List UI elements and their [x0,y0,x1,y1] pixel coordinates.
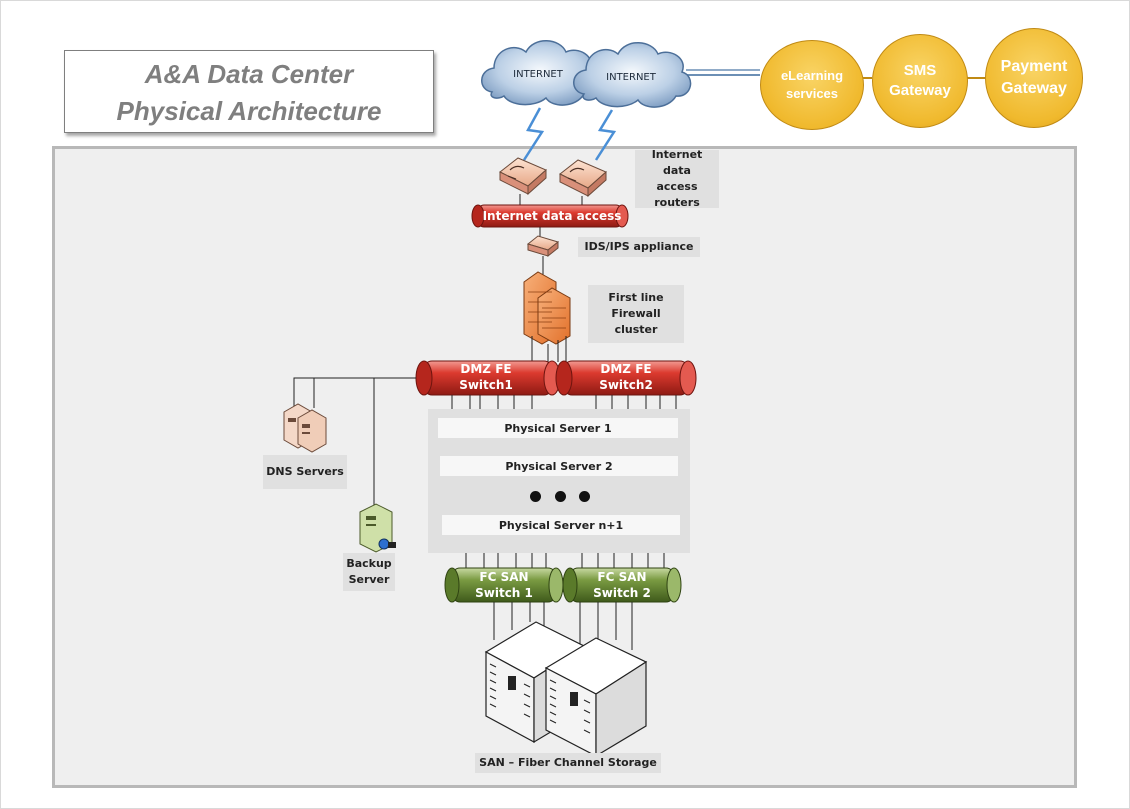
backup-server-icon [359,503,396,553]
fc2-label-a: FC SAN [597,570,646,584]
physical-server-row: Physical Server 2 [440,456,678,476]
dmz1-label-a: DMZ FE [460,362,511,376]
wan-link-icon [594,109,617,161]
dmz2-label-b: Switch2 [599,378,653,392]
fc2-label-b: Switch 2 [593,586,651,600]
fc-san-switch-2: FC SAN Switch 2 [562,567,682,603]
routers-label: Internet data access routers [635,148,719,209]
wan-link-icon [522,107,545,161]
more-servers-ellipsis [530,491,590,503]
internet-access-switch: Internet data access [471,204,629,228]
firewall-icon [523,271,571,345]
server-downlinks [465,553,665,568]
backup-label: Backup Server [343,553,395,591]
sms-gateway: SMS Gateway [872,34,968,128]
sms-gateway-label: SMS Gateway [889,62,951,99]
fc1-label-a: FC SAN [479,570,528,584]
san-label: SAN – Fiber Channel Storage [475,753,661,773]
internet-access-label: Internet data access [483,209,622,223]
dmz-switch-1: DMZ FE Switch1 [415,360,561,396]
san-storage-icon [544,637,648,758]
payment-gateway: Payment Gateway [985,28,1083,128]
cloud-label-2: INTERNET [606,72,657,83]
physical-server-row: Physical Server 1 [438,418,678,438]
fc-san-switch-1: FC SAN Switch 1 [444,567,564,603]
router-icon [499,157,547,196]
san-links [493,602,633,650]
ids-label: IDS/IPS appliance [578,237,700,257]
fc1-label-b: Switch 1 [475,586,533,600]
firewall-label: First line Firewall cluster [588,285,684,343]
router-icon [559,159,607,198]
elearning-label: eLearning services [780,68,844,101]
dns-server-icon [283,403,327,453]
internet-cloud-icon: INTERNET [573,42,692,108]
title-line-1: A&A Data Center [144,59,354,89]
dmz2-label-a: DMZ FE [600,362,651,376]
dns-label: DNS Servers [263,455,347,489]
dmz1-label-b: Switch1 [459,378,513,392]
diagram-title: A&A Data Center Physical Architecture [64,50,434,133]
elearning-service: eLearning services [760,40,864,130]
physical-server-row: Physical Server n+1 [442,515,680,535]
cloud-label-1: INTERNET [513,69,564,80]
ids-appliance-icon [526,235,560,258]
server-uplinks [451,395,677,409]
payment-gateway-label: Payment Gateway [1000,58,1068,97]
dmz-switch-2: DMZ FE Switch2 [555,360,697,396]
title-line-2: Physical Architecture [116,96,382,126]
